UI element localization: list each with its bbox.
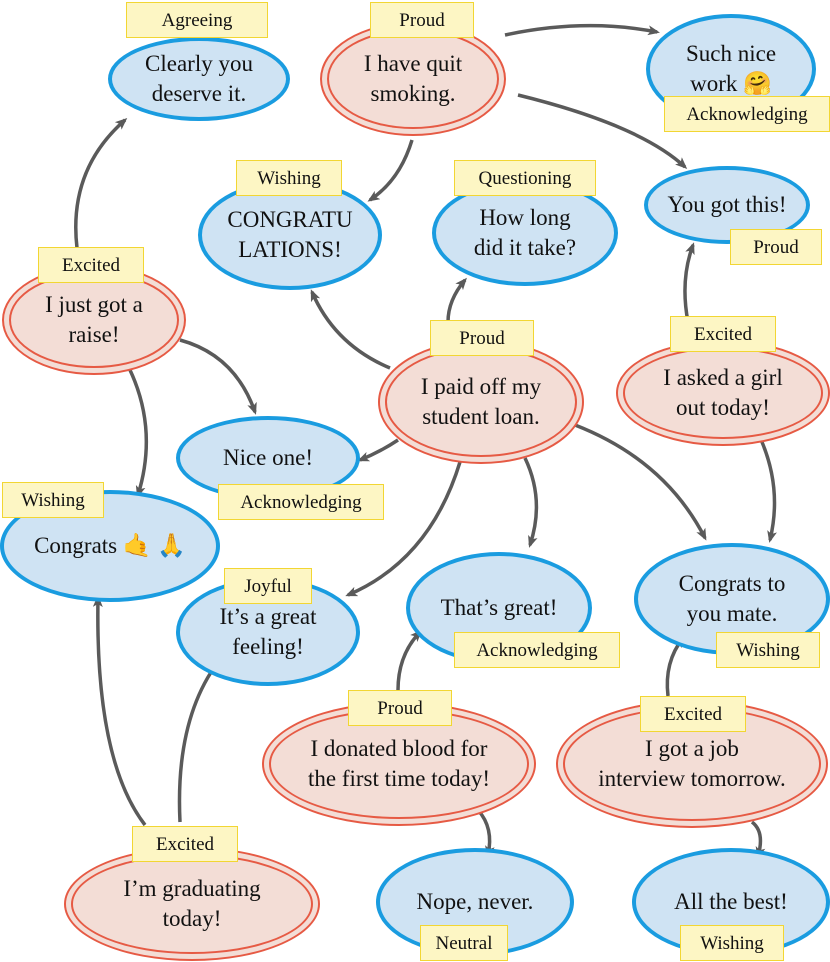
tag-loan: Proud xyxy=(430,320,534,356)
edge-loan-to-mate xyxy=(574,423,707,541)
tag-graduating: Excited xyxy=(132,826,238,862)
node-nicework-text: Such nice work 🤗 xyxy=(685,41,777,96)
edge-loan-to-congratu xyxy=(310,289,391,370)
tag-feeling: Joyful xyxy=(224,568,312,604)
edge-quit-to-nicework xyxy=(504,23,660,37)
edge-girl-to-gotthis xyxy=(683,242,695,323)
node-gotthis-text: You got this! xyxy=(667,192,787,218)
node-quit: I have quit smoking. xyxy=(320,22,506,136)
edge-quit-to-congratu xyxy=(367,139,414,202)
tag-best: Wishing xyxy=(680,925,784,961)
node-great-text: That’s great! xyxy=(440,595,558,621)
node-girl: I asked a girl out today! xyxy=(616,340,830,446)
tag-raise: Excited xyxy=(38,247,144,283)
tag-congratu: Wishing xyxy=(236,160,342,196)
tag-quit: Proud xyxy=(370,2,474,38)
node-feeling: It’s a great feeling! xyxy=(176,578,360,686)
tag-great: Acknowledging xyxy=(454,632,620,668)
tag-congrats: Wishing xyxy=(2,482,104,518)
node-never-text: Nope, never. xyxy=(416,889,534,915)
node-raise-text: I just got a raise! xyxy=(45,292,143,347)
edge-loan-to-feeling xyxy=(345,461,462,597)
node-loan: I paid off my student loan. xyxy=(378,340,584,464)
edge-graduating-to-feeling xyxy=(177,659,220,823)
edge-graduating-to-congrats xyxy=(92,595,147,827)
node-congratu: CONGRATU LATIONS! xyxy=(198,180,382,290)
edge-blood-to-great xyxy=(396,629,423,691)
node-loan-text: I paid off my student loan. xyxy=(420,374,542,429)
node-graduating-text: I’m graduating today! xyxy=(123,876,261,931)
edge-raise-to-agree xyxy=(74,118,128,249)
edge-quit-to-gotthis xyxy=(517,93,688,170)
tag-gotthis: Proud xyxy=(730,229,822,265)
tag-howlong: Questioning xyxy=(454,160,596,196)
edge-girl-to-mate xyxy=(760,441,777,543)
tag-mate: Wishing xyxy=(716,632,820,668)
node-howlong-text: How long did it take? xyxy=(473,205,577,260)
edge-loan-to-great xyxy=(523,457,539,548)
tag-agree: Agreeing xyxy=(126,2,268,38)
edge-loan-to-howlong xyxy=(446,277,467,323)
node-graduating: I’m graduating today! xyxy=(64,847,320,961)
node-congratu-text: CONGRATU LATIONS! xyxy=(227,207,353,262)
node-agree: Clearly you deserve it. xyxy=(108,37,290,121)
node-howlong: How long did it take? xyxy=(432,180,618,286)
edge-raise-to-congrats xyxy=(128,369,149,498)
tag-job: Excited xyxy=(640,696,746,732)
tag-blood: Proud xyxy=(348,690,452,726)
node-girl-text: I asked a girl out today! xyxy=(663,365,783,420)
edge-raise-to-niceone xyxy=(179,338,257,415)
node-raise: I just got a raise! xyxy=(2,265,186,375)
node-mate-text: Congrats to you mate. xyxy=(678,571,786,626)
node-job-text: I got a job interview tomorrow. xyxy=(598,736,786,791)
edge-loan-to-niceone xyxy=(357,438,399,462)
node-best-text: All the best! xyxy=(674,889,788,915)
node-niceone-text: Nice one! xyxy=(222,445,314,471)
node-congrats-text: Congrats 🤙 🙏 xyxy=(34,533,186,559)
tag-nicework: Acknowledging xyxy=(664,96,830,132)
node-never: Nope, never. xyxy=(376,848,574,956)
node-agree-text: Clearly you deserve it. xyxy=(145,51,253,106)
node-feeling-text: It’s a great feeling! xyxy=(219,604,317,659)
node-blood-text: I donated blood for the first time today… xyxy=(307,736,491,791)
tag-never: Neutral xyxy=(420,925,508,961)
node-quit-text: I have quit smoking. xyxy=(363,51,463,106)
tag-niceone: Acknowledging xyxy=(218,484,384,520)
tag-girl: Excited xyxy=(670,316,776,352)
